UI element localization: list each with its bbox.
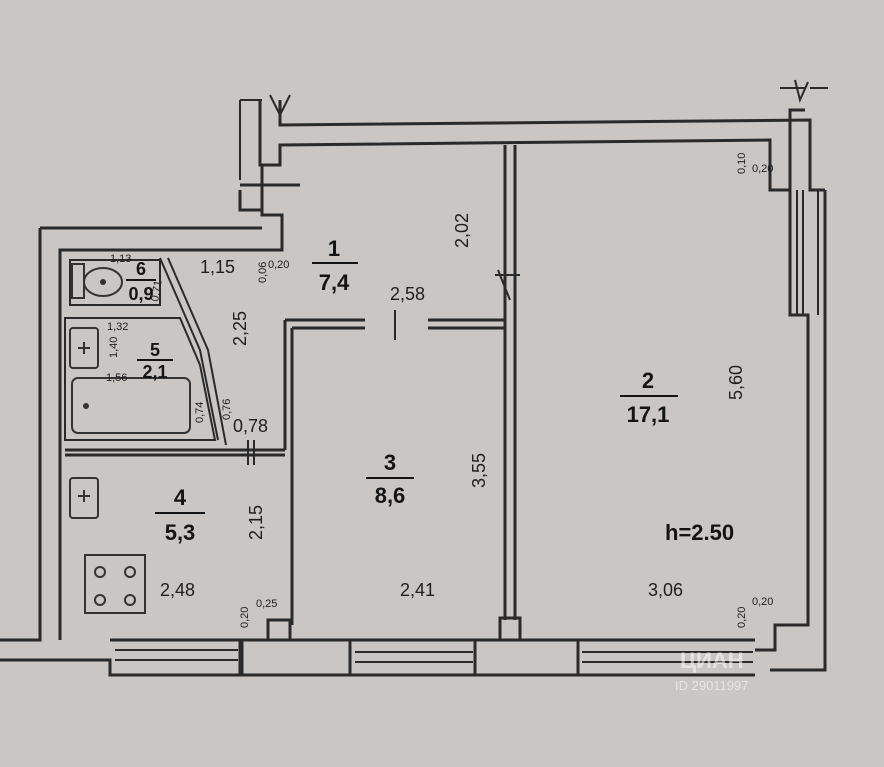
room-1-label: 1 7,4: [312, 236, 358, 295]
watermark: ЦИАН ID 29011997: [675, 648, 749, 693]
dimension-label: 3,06: [648, 580, 683, 600]
toilet-icon: [71, 263, 123, 299]
room-area: 5,3: [165, 520, 196, 545]
dimension-label: 2,48: [160, 580, 195, 600]
room-area: 17,1: [627, 402, 670, 427]
dimension-label: 1,56: [106, 372, 127, 384]
dimension-label: 2,02: [452, 213, 472, 248]
dimension-label: 1,15: [200, 257, 235, 277]
sink-icon: [69, 327, 99, 369]
room-number: 6: [136, 259, 146, 279]
dimension-label: 0,78: [233, 416, 268, 436]
dimension-label: 2,15: [246, 505, 266, 540]
dimension-label: 0,74: [194, 402, 206, 423]
dimension-label: 1,13: [110, 253, 131, 265]
room-number: 2: [642, 368, 654, 393]
watermark-brand: ЦИАН: [680, 648, 744, 673]
room-number: 3: [384, 450, 396, 475]
dimension-label: 0,71: [149, 279, 165, 302]
room-6-label: 6 0,9: [126, 259, 156, 304]
dimension-label: 0,76: [221, 399, 233, 420]
room-number: 1: [328, 236, 340, 261]
walls: [0, 79, 828, 677]
room-number: 4: [174, 485, 187, 510]
room-5-label: 5 2,1: [137, 340, 173, 382]
dimension-label: 2,41: [400, 580, 435, 600]
room-area: 0,9: [128, 284, 153, 304]
bathtub-icon: [71, 377, 191, 434]
dimension-label: 0,20: [752, 163, 773, 175]
watermark-code: ID 29011997: [675, 678, 749, 693]
dimension-label: 2,25: [230, 311, 250, 346]
dimension-label: 0,20: [268, 259, 289, 271]
dimension-label: 5,60: [726, 365, 746, 400]
ceiling-height-label: h=2.50: [665, 520, 734, 545]
room-2-label: 2 17,1: [620, 368, 678, 427]
dimension-label: 2,58: [390, 284, 425, 304]
dimension-label: 0,20: [736, 607, 748, 628]
fixtures: [69, 263, 191, 614]
dimension-label: 0,10: [736, 153, 748, 174]
dimensions: 0,10 0,20 2,02 1,15 0,06 0,20 1,13 0,71 …: [106, 153, 773, 628]
kitchen-sink-icon: [69, 477, 99, 519]
dimension-label: 1,32: [107, 321, 128, 333]
dimension-label: 0,25: [256, 598, 277, 610]
dimension-label: 0,06: [257, 262, 269, 283]
room-area: 2,1: [142, 362, 167, 382]
room-area: 7,4: [319, 270, 350, 295]
dimension-label: 0,20: [239, 607, 251, 628]
dimension-label: 0,20: [752, 596, 773, 608]
room-4-label: 4 5,3: [155, 485, 205, 545]
dimension-label: 1,40: [108, 337, 120, 358]
stove-icon: [84, 554, 146, 614]
room-number: 5: [150, 340, 160, 360]
room-3-label: 3 8,6: [366, 450, 414, 508]
dimension-label: 3,55: [469, 453, 489, 488]
room-area: 8,6: [375, 483, 406, 508]
